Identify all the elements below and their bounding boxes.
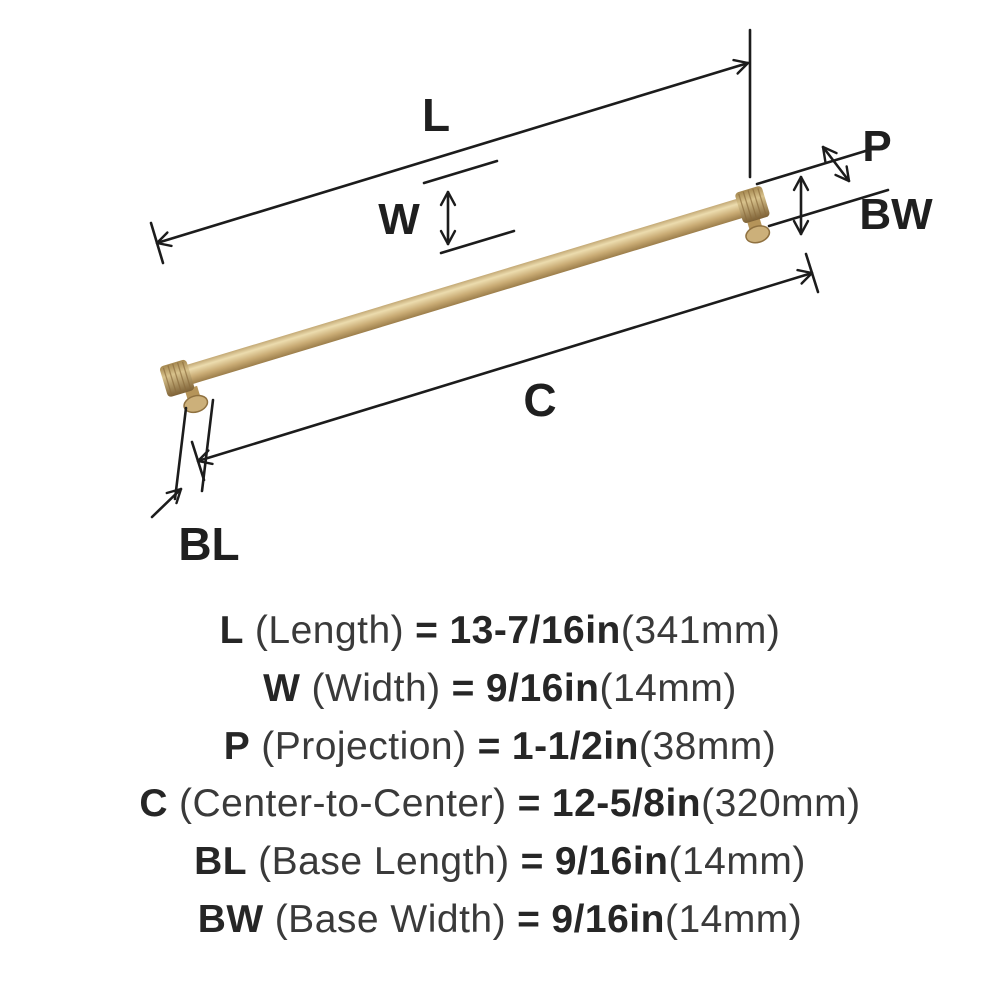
spec-equals: = bbox=[477, 724, 501, 768]
spec-value-imperial: 9/16in bbox=[554, 840, 669, 884]
spec-code: C bbox=[139, 782, 168, 826]
spec-row-center-to-center: C (Center-to-Center) = 12-5/8in(320mm) bbox=[0, 781, 1000, 828]
spec-equals: = bbox=[451, 666, 475, 710]
label-P: P bbox=[862, 122, 891, 171]
label-W: W bbox=[378, 195, 420, 244]
spec-value-group: 13-7/16in(341mm) bbox=[449, 608, 780, 655]
spec-name: (Base Length) bbox=[258, 840, 510, 884]
spec-row-width: W (Width) = 9/16in(14mm) bbox=[0, 666, 1000, 713]
left-cap-knurling bbox=[162, 361, 192, 395]
spec-list: L (Length) = 13-7/16in(341mm) W (Width) … bbox=[0, 608, 1000, 944]
spec-value-metric: (14mm) bbox=[668, 840, 806, 884]
spec-code: BL bbox=[194, 840, 248, 884]
p-dimension-arrow bbox=[821, 145, 851, 183]
l-dimension-line bbox=[155, 58, 750, 248]
p-extension-line-upper bbox=[755, 147, 874, 186]
spec-row-projection: P (Projection) = 1-1/2in(38mm) bbox=[0, 724, 1000, 771]
spec-value-metric: (341mm) bbox=[620, 609, 781, 652]
bl-extension-line-left bbox=[173, 406, 188, 501]
label-C: C bbox=[523, 374, 556, 426]
dimension-labels: L W P BW C BL bbox=[178, 89, 933, 570]
spec-value-metric: (38mm) bbox=[638, 724, 777, 768]
spec-value-imperial: 12-5/8in bbox=[551, 782, 702, 826]
spec-code: BW bbox=[197, 897, 264, 941]
p-extension-line-lower bbox=[767, 188, 890, 228]
spec-equals: = bbox=[517, 897, 541, 941]
spec-value-imperial: 9/16in bbox=[485, 666, 600, 710]
spec-row-base-width: BW (Base Width) = 9/16in(14mm) bbox=[0, 897, 1000, 944]
spec-value-imperial: 1-1/2in bbox=[511, 724, 639, 768]
spec-value-group: 12-5/8in(320mm) bbox=[552, 781, 861, 828]
spec-code: L bbox=[219, 609, 244, 652]
label-L: L bbox=[422, 89, 450, 141]
handle-dimension-diagram: L W P BW C BL bbox=[149, 28, 933, 570]
spec-value-group: 9/16in(14mm) bbox=[551, 897, 802, 944]
spec-equals: = bbox=[517, 782, 541, 826]
spec-value-metric: (320mm) bbox=[701, 782, 861, 826]
spec-value-metric: (14mm) bbox=[599, 666, 737, 710]
handle-bar bbox=[183, 198, 747, 385]
spec-row-length: L (Length) = 13-7/16in(341mm) bbox=[0, 608, 1000, 655]
diagram-svg: L W P BW C BL bbox=[149, 28, 933, 570]
spec-value-imperial: 13-7/16in bbox=[449, 609, 621, 652]
spec-code: P bbox=[223, 724, 251, 768]
spec-code: W bbox=[263, 666, 301, 710]
label-BW: BW bbox=[859, 190, 933, 239]
c-dimension-line bbox=[196, 268, 814, 466]
spec-value-imperial: 9/16in bbox=[551, 897, 665, 941]
spec-name: (Center-to-Center) bbox=[179, 782, 507, 826]
spec-value-metric: (14mm) bbox=[664, 897, 803, 941]
bl-pointer-arrow bbox=[150, 487, 183, 519]
spec-value-group: 1-1/2in(38mm) bbox=[512, 724, 776, 771]
spec-name: (Projection) bbox=[261, 724, 467, 768]
spec-name: (Base Width) bbox=[274, 897, 507, 941]
bl-extension-line-right bbox=[200, 398, 215, 493]
spec-equals: = bbox=[415, 609, 439, 652]
dimension-lines bbox=[149, 28, 890, 519]
spec-name: (Width) bbox=[311, 666, 441, 710]
spec-value-group: 9/16in(14mm) bbox=[555, 839, 806, 886]
spec-equals: = bbox=[520, 840, 544, 884]
spec-name: (Length) bbox=[254, 609, 405, 652]
right-post-foot bbox=[745, 225, 771, 244]
spec-row-base-length: BL (Base Length) = 9/16in(14mm) bbox=[0, 839, 1000, 886]
w-tick-upper bbox=[422, 159, 499, 185]
label-BL: BL bbox=[178, 518, 239, 570]
spec-value-group: 9/16in(14mm) bbox=[486, 666, 737, 713]
handle-illustration bbox=[160, 186, 771, 414]
w-tick-lower bbox=[439, 229, 516, 255]
